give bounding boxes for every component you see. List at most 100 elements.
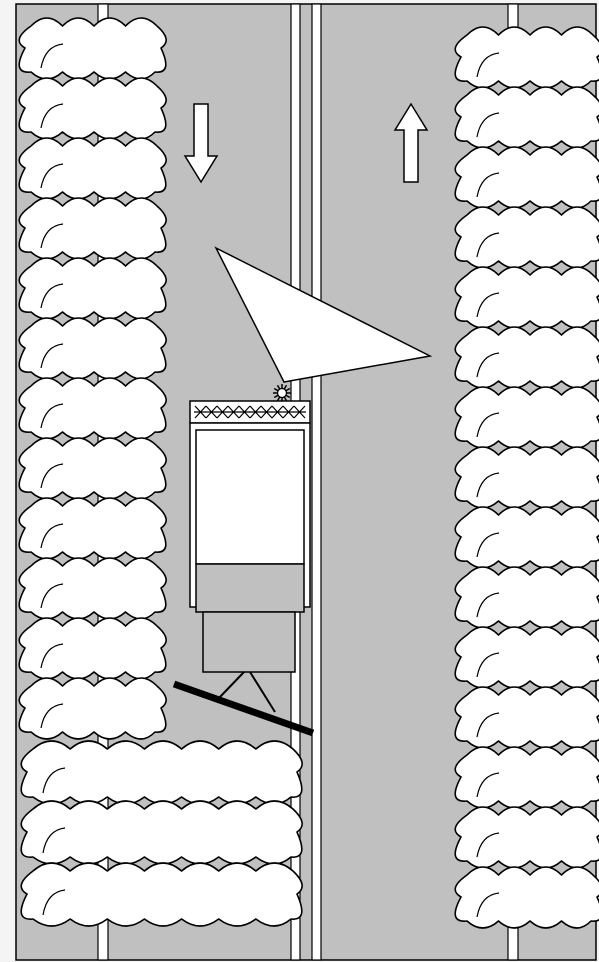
cloud-fold (40, 343, 64, 369)
snow-plow-truck (172, 246, 433, 737)
snow-pile-clump (20, 740, 303, 805)
light-beam (214, 246, 433, 383)
cloud-outline (454, 86, 599, 149)
snow-clump (18, 497, 167, 560)
cloud-outline (454, 686, 599, 749)
blade-arm-left (218, 671, 245, 699)
left-snowbank (18, 17, 167, 740)
cloud-fold (40, 463, 64, 489)
snow-clump (454, 386, 599, 449)
cloud-fold (476, 172, 500, 198)
snow-clump (454, 146, 599, 209)
snow-clump (454, 26, 599, 89)
beacon-icon (273, 384, 291, 402)
cloud-outline (18, 677, 167, 740)
beacon-lens (276, 387, 288, 399)
cloud-fold (42, 767, 66, 794)
cloud-outline (18, 197, 167, 260)
cloud-outline (18, 137, 167, 200)
cloud-outline (454, 806, 599, 869)
snow-clump (454, 446, 599, 509)
cloud-outline (18, 17, 167, 80)
cloud-fold (476, 652, 500, 678)
plowed-snow-pile (20, 740, 303, 927)
cloud-outline (454, 386, 599, 449)
snow-clump (18, 317, 167, 380)
snow-pile-clump (20, 862, 303, 927)
cloud-fold (476, 832, 500, 858)
cloud-outline (18, 257, 167, 320)
center-line-right (311, 3, 322, 961)
cloud-fold (476, 292, 500, 318)
cloud-fold (40, 703, 64, 729)
cloud-fold (40, 163, 64, 189)
cloud-fold (40, 403, 64, 429)
snow-clump (18, 377, 167, 440)
cloud-outline (454, 506, 599, 569)
cloud-fold (476, 532, 500, 558)
cloud-fold (40, 283, 64, 309)
cloud-outline (454, 446, 599, 509)
cloud-outline (454, 626, 599, 689)
cloud-outline (454, 266, 599, 329)
snow-pile-clump (20, 800, 303, 865)
snow-clump (454, 86, 599, 149)
cloud-outline (454, 326, 599, 389)
cloud-fold (476, 772, 500, 798)
cloud-outline (454, 26, 599, 89)
snow-clump (454, 806, 599, 869)
cloud-outline (20, 862, 303, 927)
cloud-fold (40, 643, 64, 669)
cloud-fold (40, 103, 64, 129)
cloud-fold (476, 472, 500, 498)
cloud-fold (40, 583, 64, 609)
cloud-fold (42, 889, 66, 916)
snow-clump (454, 566, 599, 629)
cloud-fold (476, 232, 500, 258)
cloud-outline (18, 557, 167, 620)
cloud-fold (40, 43, 64, 69)
hitch-housing (202, 611, 296, 673)
snow-clump (454, 206, 599, 269)
snow-clump (18, 557, 167, 620)
snow-clump (18, 437, 167, 500)
cloud-fold (476, 352, 500, 378)
snow-clump (454, 266, 599, 329)
snow-clump (18, 17, 167, 80)
cloud-outline (454, 566, 599, 629)
snow-clump (454, 866, 599, 929)
cloud-outline (18, 617, 167, 680)
cloud-fold (476, 112, 500, 138)
truck-rear-panel (195, 563, 305, 613)
cloud-outline (18, 437, 167, 500)
cloud-outline (18, 317, 167, 380)
right-snowbank (454, 26, 599, 929)
cloud-outline (18, 77, 167, 140)
truck-roof (195, 429, 305, 565)
snow-clump (18, 257, 167, 320)
cloud-outline (454, 146, 599, 209)
cloud-outline (454, 206, 599, 269)
cloud-fold (40, 223, 64, 249)
cloud-fold (476, 412, 500, 438)
cross-hatch-pattern (194, 405, 306, 419)
cloud-outline (18, 377, 167, 440)
cloud-fold (476, 892, 500, 918)
snow-clump (18, 197, 167, 260)
cloud-fold (476, 712, 500, 738)
blade-arm-right (249, 671, 276, 713)
snow-clump (454, 686, 599, 749)
cloud-fold (40, 523, 64, 549)
arrow-up-icon (393, 102, 429, 183)
snow-clump (454, 326, 599, 389)
cloud-outline (18, 497, 167, 560)
cloud-outline (454, 866, 599, 929)
snow-clump (18, 617, 167, 680)
cloud-outline (20, 800, 303, 865)
snow-clump (18, 77, 167, 140)
snow-clump (18, 677, 167, 740)
snow-clump (454, 626, 599, 689)
angled-rear-blade (172, 680, 315, 737)
cloud-outline (454, 746, 599, 809)
